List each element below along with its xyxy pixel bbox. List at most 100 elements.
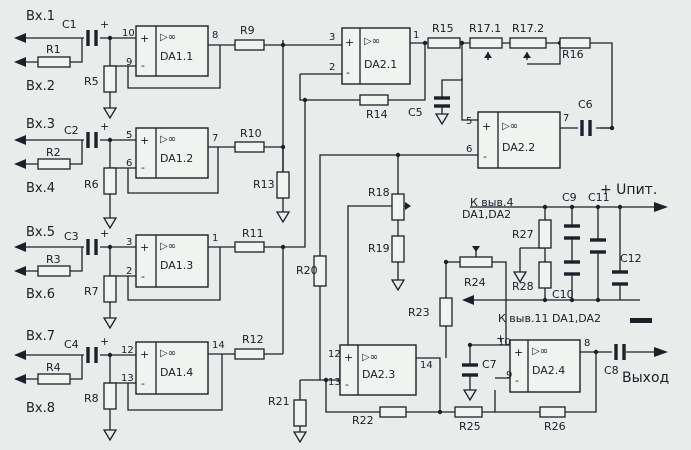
resistor-r11 [234,241,265,253]
label-r15: R15 [432,22,454,35]
opamp-symbol: ▷∞ [160,241,176,252]
label-c7: C7 [482,358,497,371]
plus-label: + [100,335,109,348]
pin-plus: 3 [329,32,335,43]
label-r26: R26 [544,420,566,433]
opamp-symbol: ▷∞ [532,346,548,357]
resistor-r7 [103,275,117,303]
pin-out: 1 [413,30,419,41]
plus-label: + [344,351,353,364]
pin-minus: 13 [328,377,341,388]
input-arrows [14,33,668,384]
pin-out: 1 [212,233,218,244]
resistor-r9 [234,39,265,51]
label-r20: R20 [296,264,318,277]
capacitors [86,30,628,377]
wires [22,37,655,432]
label-c10: C10 [552,288,574,301]
resistor-r24 [459,256,493,268]
opamp-symbol: ▷∞ [502,121,518,132]
label-c11: C11 [588,191,610,204]
pin-out: 7 [563,113,569,124]
pin-plus: 12 [328,349,341,360]
opamp-name: DA1.2 [160,152,193,165]
resistor-r4 [37,373,71,385]
label-r8: R8 [84,392,99,405]
label-r6: R6 [84,178,99,191]
pin-minus: 9 [506,370,512,381]
output-label: Выход [622,370,669,386]
label-r13: R13 [253,178,275,191]
ground-symbols [102,107,652,444]
minus-label: - [515,374,519,387]
opamp-da1-1: + - ▷∞ DA1.1 10 9 8 [122,25,218,77]
label-c9: C9 [562,191,577,204]
input-label-4: Вх.4 [26,181,55,196]
pin4-label-line2: DA1,DA2 [462,208,511,221]
opamp-name: DA2.2 [502,141,535,154]
label-c2: C2 [64,124,79,137]
capacitor-c7 [462,363,478,377]
power-labels: + Uпит. К выв.4 DA1,DA2 К выв.11 DA1,DA2… [462,182,669,386]
label-r4: R4 [46,361,61,374]
resistor-r17-1 [469,37,503,49]
minus-label: - [141,59,145,72]
opamp-name: DA2.4 [532,364,565,377]
pin-plus: 10 [122,28,135,39]
resistor-r23 [439,297,453,327]
label-r2: R2 [46,146,61,159]
pin4-label-line1: К выв.4 [470,196,513,209]
opamp-da2-3: + - ▷∞ DA2.3 12 13 14 [328,344,433,396]
resistor-r3 [37,265,71,277]
input-label-5: Вх.5 [26,225,55,240]
minus-label: - [141,270,145,283]
plus-label: + [514,346,523,359]
plus-label: + [100,227,109,240]
resistor-r2 [37,158,71,170]
capacitor-c8 [614,344,626,360]
minus-label: - [483,150,487,163]
resistor-r8 [103,382,117,410]
opamp-da1-4: + - ▷∞ DA1.4 12 13 14 [121,340,225,395]
pin-out: 14 [212,340,225,351]
minus-label: - [141,161,145,174]
supply-label: + Uпит. [600,182,657,198]
label-r21: R21 [268,395,290,408]
label-r25: R25 [459,420,481,433]
plus-label: + [482,120,491,133]
junction-dots [107,35,623,415]
pin-plus: 10 [498,337,511,348]
plus-label: + [345,36,354,49]
resistors [37,37,591,427]
capacitor-c2 [86,132,98,148]
label-r10: R10 [240,127,262,140]
resistor-r22 [379,406,407,418]
label-r27: R27 [512,228,534,241]
resistor-r18 [391,193,405,221]
label-c8: C8 [604,364,619,377]
resistor-r21 [293,399,307,427]
pin-out: 14 [420,360,433,371]
opamp-name: DA1.1 [160,50,193,63]
resistor-r17-2 [509,37,547,49]
label-r14: R14 [366,108,388,121]
minus-label: - [141,377,145,390]
opamp-da1-3: + - ▷∞ DA1.3 3 2 1 [126,233,218,288]
input-label-7: Вх.7 [26,329,55,344]
input-label-8: Вх.8 [26,401,55,416]
capacitor-c9 [564,224,580,240]
resistor-r26 [539,406,566,418]
resistor-r20 [313,255,327,287]
opamp-symbol: ▷∞ [160,134,176,145]
label-c1: C1 [62,18,77,31]
opamp-symbol: ▷∞ [364,36,380,47]
label-r1: R1 [46,43,61,56]
plus-label: + [100,18,109,31]
resistor-r14 [359,94,389,106]
label-r17-2: R17.2 [512,22,544,35]
opamp-name: DA2.3 [362,368,395,381]
label-r19: R19 [368,242,390,255]
pin11-label: К выв.11 DA1,DA2 [498,312,601,325]
opamp-symbol: ▷∞ [362,352,378,363]
